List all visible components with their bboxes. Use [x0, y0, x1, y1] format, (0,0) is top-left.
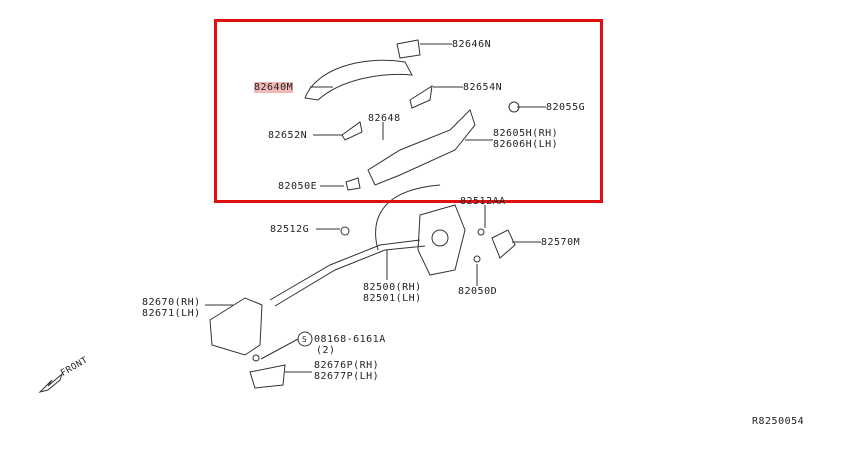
part-label-82605H[interactable]: 82605H(RH)	[493, 128, 559, 139]
handle-cap-shape	[396, 39, 421, 59]
inside-handle-shape	[209, 297, 263, 356]
part-label-82648[interactable]: 82648	[368, 113, 401, 124]
front-arrow-icon	[38, 372, 64, 393]
clip-shape	[345, 177, 361, 191]
gasket-front-shape	[341, 121, 363, 141]
part-label-82050D[interactable]: 82050D	[458, 286, 498, 297]
bracket-shape	[367, 109, 476, 186]
striker-shape	[491, 229, 516, 259]
part-label-82671[interactable]: 82671(LH)	[142, 308, 201, 319]
part-qty-08168: (2)	[316, 345, 336, 356]
part-label-82050E[interactable]: 82050E	[278, 181, 318, 192]
part-label-08168[interactable]: 08168-6161A	[314, 334, 386, 345]
highlight-frame	[214, 19, 603, 203]
door-lock-shape	[417, 204, 466, 276]
part-label-82512G[interactable]: 82512G	[270, 224, 310, 235]
part-label-82055G[interactable]: 82055G	[546, 102, 586, 113]
escutcheon-shape	[249, 364, 286, 389]
part-label-82676P[interactable]: 82676P(RH)	[314, 360, 380, 371]
part-label-82606H[interactable]: 82606H(LH)	[493, 139, 559, 150]
part-label-82501[interactable]: 82501(LH)	[363, 293, 422, 304]
outside-handle-shape	[304, 59, 413, 101]
diagram-id: R8250054	[752, 416, 805, 427]
part-label-82640M[interactable]: 82640M	[254, 82, 294, 93]
screw-symbol-label: S	[302, 335, 308, 344]
part-label-82646N[interactable]: 82646N	[452, 39, 492, 50]
part-label-82500[interactable]: 82500(RH)	[363, 282, 422, 293]
grommet-shape	[508, 101, 520, 113]
cable-shape	[375, 184, 441, 251]
part-label-82652N[interactable]: 82652N	[268, 130, 308, 141]
screw-symbol	[297, 331, 313, 347]
part-label-82677P[interactable]: 82677P(LH)	[314, 371, 380, 382]
leader-lines	[205, 43, 546, 373]
rod2-shape	[274, 245, 426, 307]
part-label-82654N[interactable]: 82654N	[463, 82, 503, 93]
part-label-82570M[interactable]: 82570M	[541, 237, 581, 248]
rod-shape	[269, 239, 421, 301]
gasket-shape	[409, 84, 433, 109]
part-label-82670[interactable]: 82670(RH)	[142, 297, 201, 308]
part-label-82512AA[interactable]: 82512AA	[460, 196, 506, 207]
